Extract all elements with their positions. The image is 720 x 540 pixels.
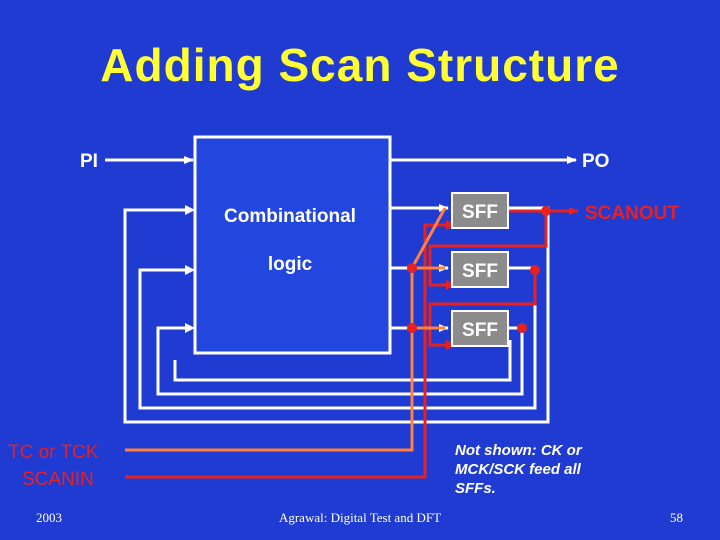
feedback-arrowhead-3 xyxy=(185,323,195,333)
note-line-3: SFFs. xyxy=(455,480,496,497)
tc-dot-sff2 xyxy=(407,263,417,273)
scanin-label: SCANIN xyxy=(22,469,94,490)
feedback-arrowhead-2 xyxy=(185,265,195,275)
sff-label-2: SFF xyxy=(462,261,498,282)
sff-box-3 xyxy=(451,310,509,347)
po-label: PO xyxy=(582,151,609,172)
scanin-wire xyxy=(125,223,452,479)
tc-dot-sff3 xyxy=(407,323,417,333)
pi-label: PI xyxy=(80,151,98,172)
tc-label: TC or TCK xyxy=(8,442,99,463)
note-line-2: MCK/SCK feed all xyxy=(455,461,582,478)
feedback-arrowhead-1 xyxy=(185,205,195,215)
combinational-logic-block xyxy=(193,135,392,355)
scan-chain-2-3 xyxy=(428,270,537,347)
footer-page-number: 58 xyxy=(670,510,683,525)
scanout-label: SCANOUT xyxy=(585,203,679,224)
scan-dot-sff3 xyxy=(517,323,527,333)
feedback-loop-sff1 xyxy=(123,206,550,424)
inner-loop-wire xyxy=(173,340,512,382)
scan-dot-sff2 xyxy=(530,265,540,275)
tc-branch-sff1 xyxy=(410,207,447,269)
block-label-line2: logic xyxy=(268,254,313,275)
slide-title: Adding Scan Structure xyxy=(100,39,620,91)
sff-box-1 xyxy=(451,192,509,229)
block-label-line1: Combinational xyxy=(224,206,356,227)
sff-label-1: SFF xyxy=(462,202,498,223)
sff-box-2 xyxy=(451,251,509,288)
note-line-1: Not shown: CK or xyxy=(455,442,583,459)
footer-author: Agrawal: Digital Test and DFT xyxy=(279,510,441,525)
footer-year: 2003 xyxy=(36,510,62,525)
scan-chain-1-2 xyxy=(428,211,548,287)
sff-label-3: SFF xyxy=(462,320,498,341)
